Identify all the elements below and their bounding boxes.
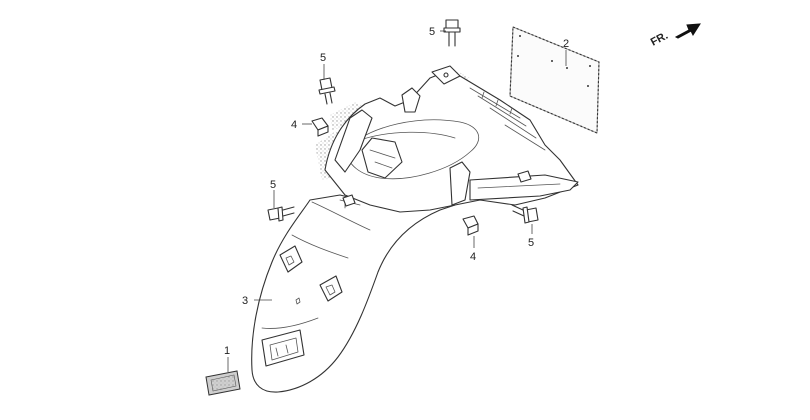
rear-fender-shape [251, 65, 579, 393]
callout-4b: 4 [470, 251, 476, 263]
leader-lines [227, 30, 567, 372]
callout-labels: 1 2 3 4 4 5 5 5 5 [224, 26, 569, 357]
front-arrow-icon [674, 23, 701, 39]
clip-nut-lower-shape [462, 215, 479, 236]
callout-5d: 5 [528, 237, 534, 249]
callout-5b: 5 [320, 52, 326, 64]
callout-4a: 4 [291, 119, 297, 131]
clip-nut-upper-shape [311, 117, 329, 137]
callout-1: 1 [224, 345, 230, 357]
license-plate-seal-shape [509, 26, 600, 134]
callout-5a: 5 [429, 26, 435, 38]
front-direction-label: FR. [649, 30, 670, 49]
flange-bolt-right-lower-shape [511, 204, 539, 224]
flange-bolt-top-shape [443, 19, 461, 47]
callout-2: 2 [563, 38, 569, 50]
front-direction-indicator: FR. [649, 23, 701, 49]
callout-3: 3 [242, 295, 248, 307]
reflector-shape [205, 370, 241, 396]
callout-5c: 5 [270, 179, 276, 191]
flange-bolt-left-upper-shape [318, 77, 336, 105]
flange-bolt-left-lower-shape [267, 206, 295, 222]
